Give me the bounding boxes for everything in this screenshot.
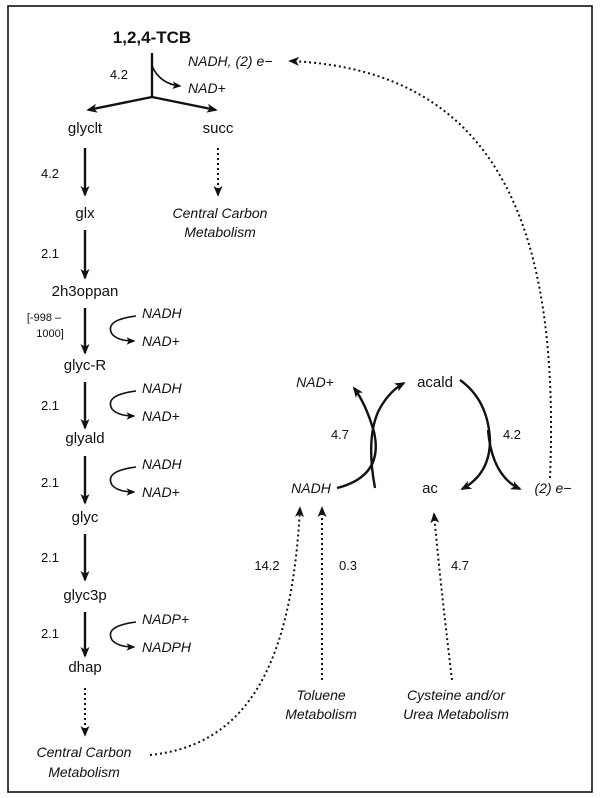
metabolite-glyc-r: glyc-R <box>64 357 107 374</box>
cofactor-arrow-1 <box>109 315 137 345</box>
metabolite-succ: succ <box>203 120 234 137</box>
dotted-arrow-electrons-to-top <box>288 56 553 479</box>
arrow-nadh-to-nad <box>336 386 377 490</box>
toluene-line1: Toluene <box>296 687 346 703</box>
metabolite-glx: glx <box>75 205 95 222</box>
cofactor-nad-1: NAD+ <box>142 333 180 349</box>
tcb-title: 1,2,4-TCB <box>113 28 191 47</box>
flux-nad-cycle: 4.7 <box>331 427 349 442</box>
cofactor-nad-top: NAD+ <box>188 80 226 96</box>
metabolite-dhap: dhap <box>68 659 101 676</box>
cofactor-nadh-electrons: NADH, (2) e− <box>188 53 272 69</box>
flux-glyc3p-dhap: 2.1 <box>41 626 59 641</box>
ccm-bottom-line2: Metabolism <box>48 764 120 780</box>
cofactor-arrow-2 <box>109 390 137 420</box>
cofactor-nad-2: NAD+ <box>142 408 180 424</box>
arrow-acald-to-ac <box>459 379 492 491</box>
flux-glyclt-glx: 4.2 <box>41 166 59 181</box>
arrow-to-succ <box>151 95 218 113</box>
cofactor-nad-cycle: NAD+ <box>296 374 334 390</box>
flux-acald-ac: 4.2 <box>503 427 521 442</box>
ccm-top-line1: Central Carbon <box>173 205 268 221</box>
cofactor-nadh-1: NADH <box>142 305 183 321</box>
diagram-border <box>7 5 593 793</box>
metabolite-acald: acald <box>417 374 453 391</box>
flux-range-line1: [-998 – <box>27 312 62 324</box>
flux-tcb-split: 4.2 <box>110 67 128 82</box>
metabolite-ac: ac <box>422 480 438 497</box>
flux-toluene: 0.3 <box>339 558 357 573</box>
cofactor-electrons-cycle: (2) e− <box>535 480 572 496</box>
ccm-top-line2: Metabolism <box>184 224 256 240</box>
cofactor-nadh-3: NADH <box>142 456 183 472</box>
flux-glx-2h3oppan: 2.1 <box>41 246 59 261</box>
cysteine-line1: Cysteine and/or <box>407 687 506 703</box>
arrow-to-glyclt <box>86 95 153 113</box>
cysteine-line2: Urea Metabolism <box>403 706 509 722</box>
arrow-to-electrons <box>486 429 522 491</box>
ccm-bottom-line1: Central Carbon <box>37 744 132 760</box>
flux-to-nadh-left: 14.2 <box>254 558 279 573</box>
dotted-arrow-cysteine <box>430 512 453 681</box>
flux-range-line2: 1000] <box>36 328 64 340</box>
cofactor-nadp: NADP+ <box>142 611 189 627</box>
flux-glycr-glyald: 2.1 <box>41 398 59 413</box>
cofactor-nadh-cycle: NADH <box>291 480 332 496</box>
cofactor-arrow-tcb <box>151 65 182 89</box>
metabolite-glyald: glyald <box>65 430 104 447</box>
cofactor-arrow-3 <box>109 466 137 496</box>
cofactor-nadph: NADPH <box>142 639 192 655</box>
metabolite-glyclt: glyclt <box>68 120 103 137</box>
flux-glyc-glyc3p: 2.1 <box>41 550 59 565</box>
metabolite-glyc3p: glyc3p <box>63 587 106 604</box>
dotted-arrow-ccm-to-nadh <box>149 506 305 756</box>
metabolite-2h3oppan: 2h3oppan <box>52 283 119 300</box>
flux-glyald-glyc: 2.1 <box>41 475 59 490</box>
flux-cysteine: 4.7 <box>451 558 469 573</box>
cofactor-nadh-2: NADH <box>142 380 183 396</box>
cofactor-nad-3: NAD+ <box>142 484 180 500</box>
toluene-line2: Metabolism <box>285 706 357 722</box>
arrow-cycle-coupling <box>369 381 406 489</box>
cofactor-arrow-nadp <box>109 621 137 651</box>
metabolite-glyc: glyc <box>72 509 99 526</box>
